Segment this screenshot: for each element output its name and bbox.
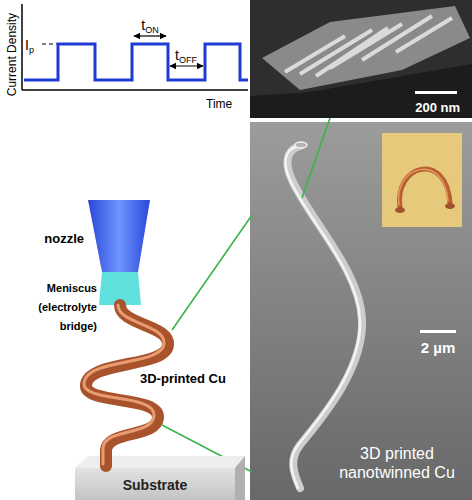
axis-title: Time bbox=[206, 97, 232, 111]
sem-image bbox=[250, 122, 472, 500]
label-holder: Meniscus (electrolyte bridge) bbox=[0, 277, 97, 335]
text-holder: 3D printed nanotwinned Cu bbox=[328, 444, 466, 482]
part-label: nozzle bbox=[44, 231, 84, 246]
scale-bar-label: 200 nm bbox=[415, 100, 460, 115]
tem-image-panel: 200 nm bbox=[250, 0, 472, 118]
label-holder: tOFF bbox=[164, 45, 208, 66]
substrate-block: Substrate bbox=[75, 468, 235, 500]
label-holder: Current Density bbox=[1, 0, 20, 110]
label-holder: nozzle bbox=[14, 228, 84, 247]
waveform-chart bbox=[22, 4, 248, 90]
symbol-subscript: ON bbox=[145, 25, 159, 35]
symbol: t bbox=[175, 47, 179, 63]
tem-image bbox=[250, 0, 472, 118]
part-label: Meniscus (electrolyte bridge) bbox=[38, 282, 97, 332]
image-caption: 3D printed nanotwinned Cu bbox=[339, 445, 455, 481]
label-holder: Time bbox=[206, 93, 232, 112]
symbol: t bbox=[141, 17, 145, 33]
label-holder: 3D-printed Cu bbox=[140, 368, 226, 387]
scale-bar-label: 2 µm bbox=[421, 339, 456, 356]
part-label: 3D-printed Cu bbox=[140, 371, 226, 386]
zoom-leader-lines bbox=[162, 118, 330, 472]
axis-title: Current Density bbox=[5, 13, 19, 96]
text-holder: Substrate bbox=[75, 475, 235, 494]
text-holder: 200 nm bbox=[415, 97, 460, 116]
symbol-subscript: p bbox=[29, 45, 34, 55]
symbol: I bbox=[25, 37, 29, 53]
printing-schematic bbox=[75, 200, 245, 500]
label-holder: tON bbox=[128, 15, 172, 36]
sem-image-panel: 2 µm 3D printed nanotwinned Cu bbox=[250, 122, 472, 500]
label-holder: Ip bbox=[25, 35, 34, 56]
text-holder: 2 µm bbox=[402, 338, 472, 357]
symbol-subscript: OFF bbox=[179, 55, 197, 65]
substrate-label: Substrate bbox=[123, 477, 188, 493]
